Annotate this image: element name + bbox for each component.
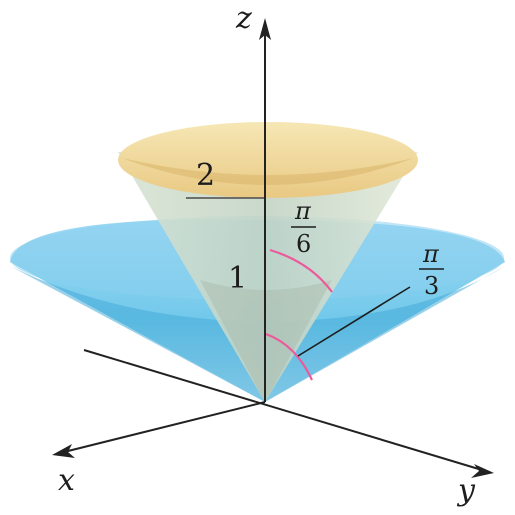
pi-over-6-label: π 6 <box>291 197 316 258</box>
upper-cone-label: 2 <box>196 158 215 193</box>
pi-over-3-arc <box>265 332 314 381</box>
z-axis-label: z <box>235 1 252 36</box>
y-axis-arrowhead <box>471 464 494 478</box>
pi-over-3-numerator: π <box>422 240 440 268</box>
pi-over-6-numerator: π <box>294 197 312 225</box>
narrow-cone-rim <box>118 122 418 198</box>
y-axis <box>83 349 483 471</box>
x-axis-label: x <box>58 463 75 498</box>
z-axis-arrowhead <box>259 18 271 40</box>
narrow-cone-surface <box>118 152 418 402</box>
x-axis <box>63 401 266 453</box>
pi-over-6-denominator: 6 <box>296 230 311 258</box>
y-axis-label: y <box>456 473 476 508</box>
lower-cone-label: 1 <box>228 261 247 296</box>
pi-over-6-arc <box>269 248 333 293</box>
narrow-cone-rim-shadow <box>122 158 414 185</box>
axes <box>52 18 494 478</box>
pi-over-3-leader <box>297 286 411 357</box>
pi-over-3-label: π 3 <box>419 240 444 300</box>
x-axis-arrowhead <box>52 444 75 458</box>
pi-over-3-denominator: 3 <box>424 272 439 300</box>
